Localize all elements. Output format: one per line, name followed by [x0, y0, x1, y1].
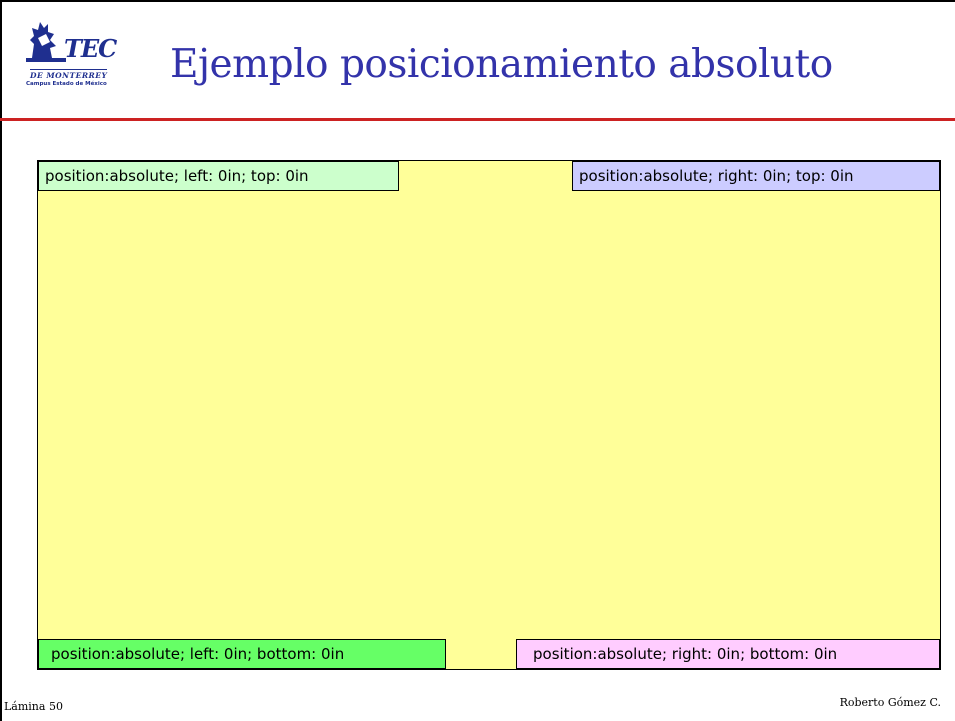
box-bottom-left: position:absolute; left: 0in; bottom: 0i… — [38, 639, 446, 669]
slide-title: Ejemplo posicionamiento absoluto — [170, 42, 833, 87]
author-name: Roberto Gómez C. — [839, 696, 941, 709]
box-bottom-right: position:absolute; right: 0in; bottom: 0… — [516, 639, 940, 669]
logo-emblem-icon — [26, 22, 66, 62]
slide-top-border — [0, 0, 955, 2]
box-top-left: position:absolute; left: 0in; top: 0in — [38, 161, 399, 191]
box-top-right: position:absolute; right: 0in; top: 0in — [572, 161, 940, 191]
logo-line1: DE MONTERREY — [30, 69, 108, 80]
slide-left-border — [0, 0, 2, 721]
title-divider — [0, 118, 955, 121]
positioning-demo-container: position:absolute; left: 0in; top: 0in p… — [37, 160, 941, 670]
logo-line2: Campus Estado de México — [26, 81, 107, 87]
slide-number: Lámina 50 — [4, 700, 63, 713]
logo-tec-text: TEC — [64, 34, 117, 63]
tec-logo: TEC DE MONTERREY Campus Estado de México — [24, 14, 124, 98]
